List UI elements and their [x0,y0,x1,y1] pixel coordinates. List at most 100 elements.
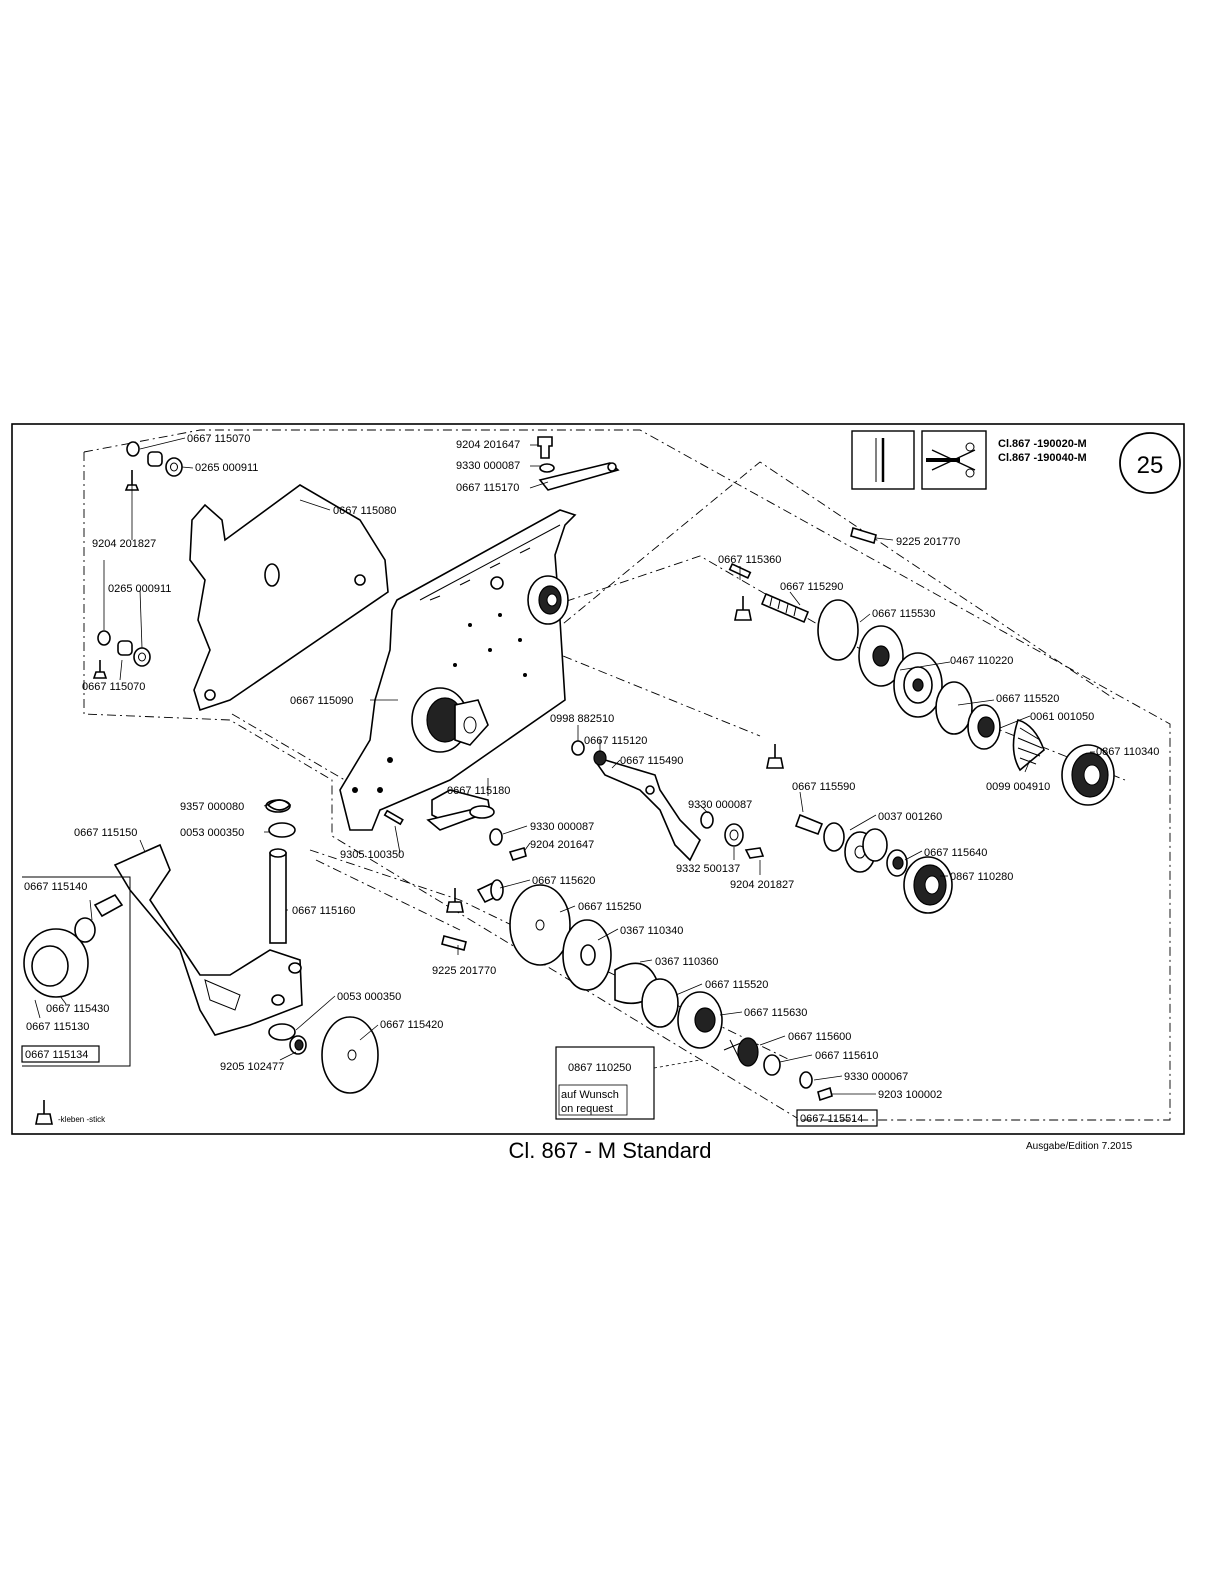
part-label: 9330 000087 [688,799,752,811]
kit-box-left-label-frame [21,1045,100,1063]
part-label: 0053 000350 [337,991,401,1003]
part-label: 9225 201770 [896,536,960,548]
right-gear-middle [903,856,953,914]
part-label: 0667 115070 [82,681,145,693]
leader-lines [34,437,1095,1095]
part-label: 9204 201647 [530,839,594,851]
part-label: 0667 115170 [456,482,519,494]
part-label: 0667 115520 [705,979,768,991]
scissors-icon [921,430,987,490]
page-title: Cl. 867 - M Standard [508,1138,712,1163]
optional-note-box [555,1046,701,1120]
part-label: 0867 110340 [1096,746,1159,758]
glue-legend-icon [35,1100,53,1125]
part-label: 0667 115430 [46,1003,109,1015]
part-label: 0667 115290 [780,581,843,593]
upper-right-screw [850,526,877,545]
part-label: 0667 115600 [788,1031,851,1043]
pin-shaft [265,799,296,944]
lower-screw-left [441,935,467,951]
part-label: 9204 201827 [92,538,156,550]
part-label: 0667 115150 [74,827,137,839]
page-number-badge [1119,432,1181,494]
part-label: 9203 100002 [878,1089,942,1101]
part-label: 0667 115180 [447,785,510,797]
part-label: 0667 115250 [578,901,641,913]
part-label: 0265 000911 [195,462,258,474]
part-label: 0667 115590 [792,781,855,793]
center-lever [571,740,701,862]
part-label: 0667 115120 [584,735,647,747]
part-label: 0053 000350 [180,827,244,839]
model-number-2: Cl.867 -190040-M [998,452,1087,464]
part-label: 0667 115360 [718,554,781,566]
part-label: 0667 115520 [996,693,1059,705]
optional-note-en: on request [561,1103,613,1115]
optional-part-number: 0867 110250 [568,1062,631,1074]
part-label: 0265 000911 [108,583,171,595]
washer-screw-bracket [489,828,527,861]
part-label: 9225 201770 [432,965,496,977]
model-number-1: Cl.867 -190020-M [998,438,1087,450]
part-label: 0667 115530 [872,608,935,620]
middle-spring-stack [794,813,908,877]
clip-left [266,799,292,811]
lower-gear [411,687,489,753]
upper-gear [527,575,569,625]
part-labels: 0667 115070 0265 000911 9204 201827 0265… [24,433,1159,1101]
part-label: 0467 110220 [950,655,1013,667]
glue-icon [446,596,784,913]
part-label: 0667 115640 [924,847,987,859]
part-label: 0667 115130 [26,1021,89,1033]
cover-plate-left [189,484,389,712]
part-label: 9357 000080 [180,801,244,813]
optional-note-de: auf Wunsch [561,1089,619,1101]
slide-bracket [383,789,495,831]
kit-label-bottom: 0667 115514 [800,1113,863,1125]
kit-label-left: 0667 115134 [25,1049,88,1061]
part-label: 0667 115620 [532,875,595,887]
part-label: 9330 000087 [530,821,594,833]
part-label: 9332 500137 [676,863,740,875]
part-label: 0667 115140 [24,881,87,893]
part-label: 0367 110340 [620,925,683,937]
needle-icon [851,430,915,490]
part-label: 0998 882510 [550,713,614,725]
main-plate [339,509,577,831]
part-label: 0867 110280 [950,871,1013,883]
right-gear-upper [1061,744,1115,806]
diagram-frame [11,423,1185,1135]
part-label: 0667 115080 [333,505,396,517]
part-label: 0061 001050 [1030,711,1094,723]
lever-bottom-parts [268,1016,379,1094]
part-label: 0667 115160 [292,905,355,917]
part-label: 0367 110360 [655,956,718,968]
lower-disc-stack [476,879,833,1102]
kit-box-bottom [796,1109,878,1127]
part-label: 0667 115490 [620,755,683,767]
part-label: 9305 100350 [340,849,404,861]
glue-legend-label: -kleben -stick [58,1115,106,1124]
part-label: 9204 201647 [456,439,520,451]
part-label: 0667 115070 [187,433,250,445]
part-label: 0667 115610 [815,1050,878,1062]
part-label: 0667 115630 [744,1007,807,1019]
washer-screw-center [700,811,765,859]
part-label: 0037 001260 [878,811,942,823]
part-label: 9330 000067 [844,1071,908,1083]
screw-set-upper-left [124,441,183,491]
tension-spring-stack [728,562,1045,772]
part-label: 0667 115090 [290,695,353,707]
edition-label: Ausgabe/Edition 7.2015 [1026,1141,1133,1152]
part-label: 9205 102477 [220,1061,284,1073]
part-label: 9204 201827 [730,879,794,891]
kit-box-left [22,876,131,1067]
part-label: 0099 004910 [986,781,1050,793]
part-label: 9330 000087 [456,460,520,472]
page-number: 25 [1137,452,1164,479]
top-linkage [537,436,620,491]
part-label: 0667 115420 [380,1019,443,1031]
screw-set-lower-left [92,630,151,679]
